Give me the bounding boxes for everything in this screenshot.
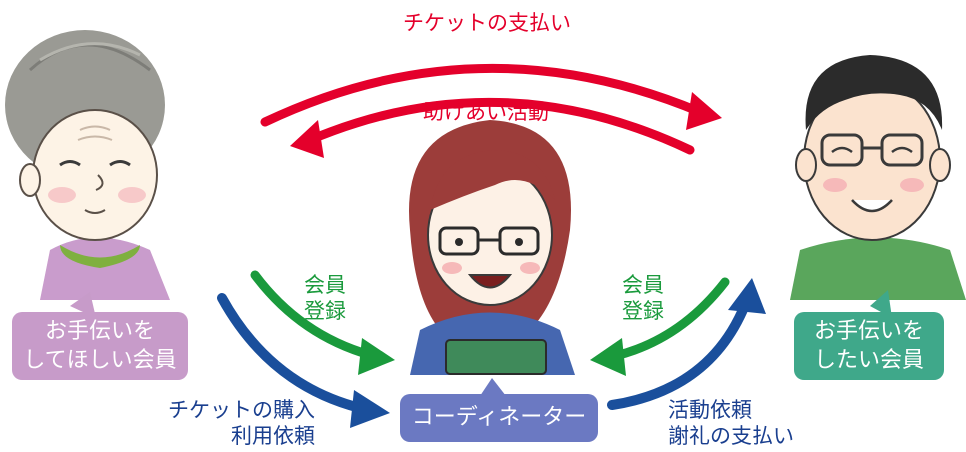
right-member-line2: したい会員: [813, 347, 924, 373]
right-request-arrow: [607, 300, 750, 410]
coordinator-label: コーディネーター: [411, 405, 587, 430]
coordinator-illustration: [409, 120, 575, 375]
left-bubble-tail: [70, 292, 96, 318]
right-flow-label: 活動依頼 謝礼の支払い: [668, 397, 794, 450]
left-flow-line2: 利用依頼: [231, 424, 315, 449]
left-register-arrowhead: [358, 338, 395, 375]
ticket-payment-label: チケットの支払い: [403, 11, 571, 35]
left-flow-label: チケットの購入 利用依頼: [168, 397, 315, 450]
elderly-woman-illustration: [5, 30, 170, 300]
ticket-payment-arrow: [260, 63, 705, 127]
left-member-line2: してほしい会員: [23, 347, 177, 373]
left-register-label: 会員 登録: [304, 272, 346, 325]
left-member-bubble: お手伝いを してほしい会員: [12, 312, 188, 380]
right-member-bubble: お手伝いを したい会員: [794, 312, 944, 380]
right-member-line1: お手伝いを: [813, 319, 924, 344]
left-purchase-arrowhead: [350, 390, 390, 428]
ticket-payment-arrowhead: [686, 92, 722, 130]
right-request-arrowhead: [728, 278, 766, 314]
right-register-arrow: [610, 277, 730, 361]
right-register-label: 会員 登録: [622, 272, 664, 325]
left-member-line1: お手伝いを: [44, 319, 155, 344]
man-with-glasses-illustration: [790, 55, 966, 300]
mutual-help-arrow: [305, 97, 695, 155]
left-register-arrow: [250, 270, 375, 360]
right-flow-line1: 活動依頼: [668, 398, 752, 422]
right-bubble-tail: [870, 290, 892, 318]
left-register-line1: 会員: [304, 273, 346, 297]
right-register-arrowhead: [590, 338, 626, 376]
coordinator-bubble-tail: [480, 378, 506, 396]
right-register-line1: 会員: [622, 273, 664, 297]
left-purchase-arrow: [217, 293, 365, 413]
right-flow-line2: 謝礼の支払い: [668, 424, 794, 449]
left-flow-line1: チケットの購入: [168, 398, 315, 422]
coordinator-bubble: コーディネーター: [400, 394, 598, 442]
right-register-line2: 登録: [622, 299, 664, 324]
left-register-line2: 登録: [304, 299, 346, 324]
mutual-help-label: 助けあい活動: [423, 100, 549, 124]
mutual-help-arrowhead: [290, 120, 324, 158]
